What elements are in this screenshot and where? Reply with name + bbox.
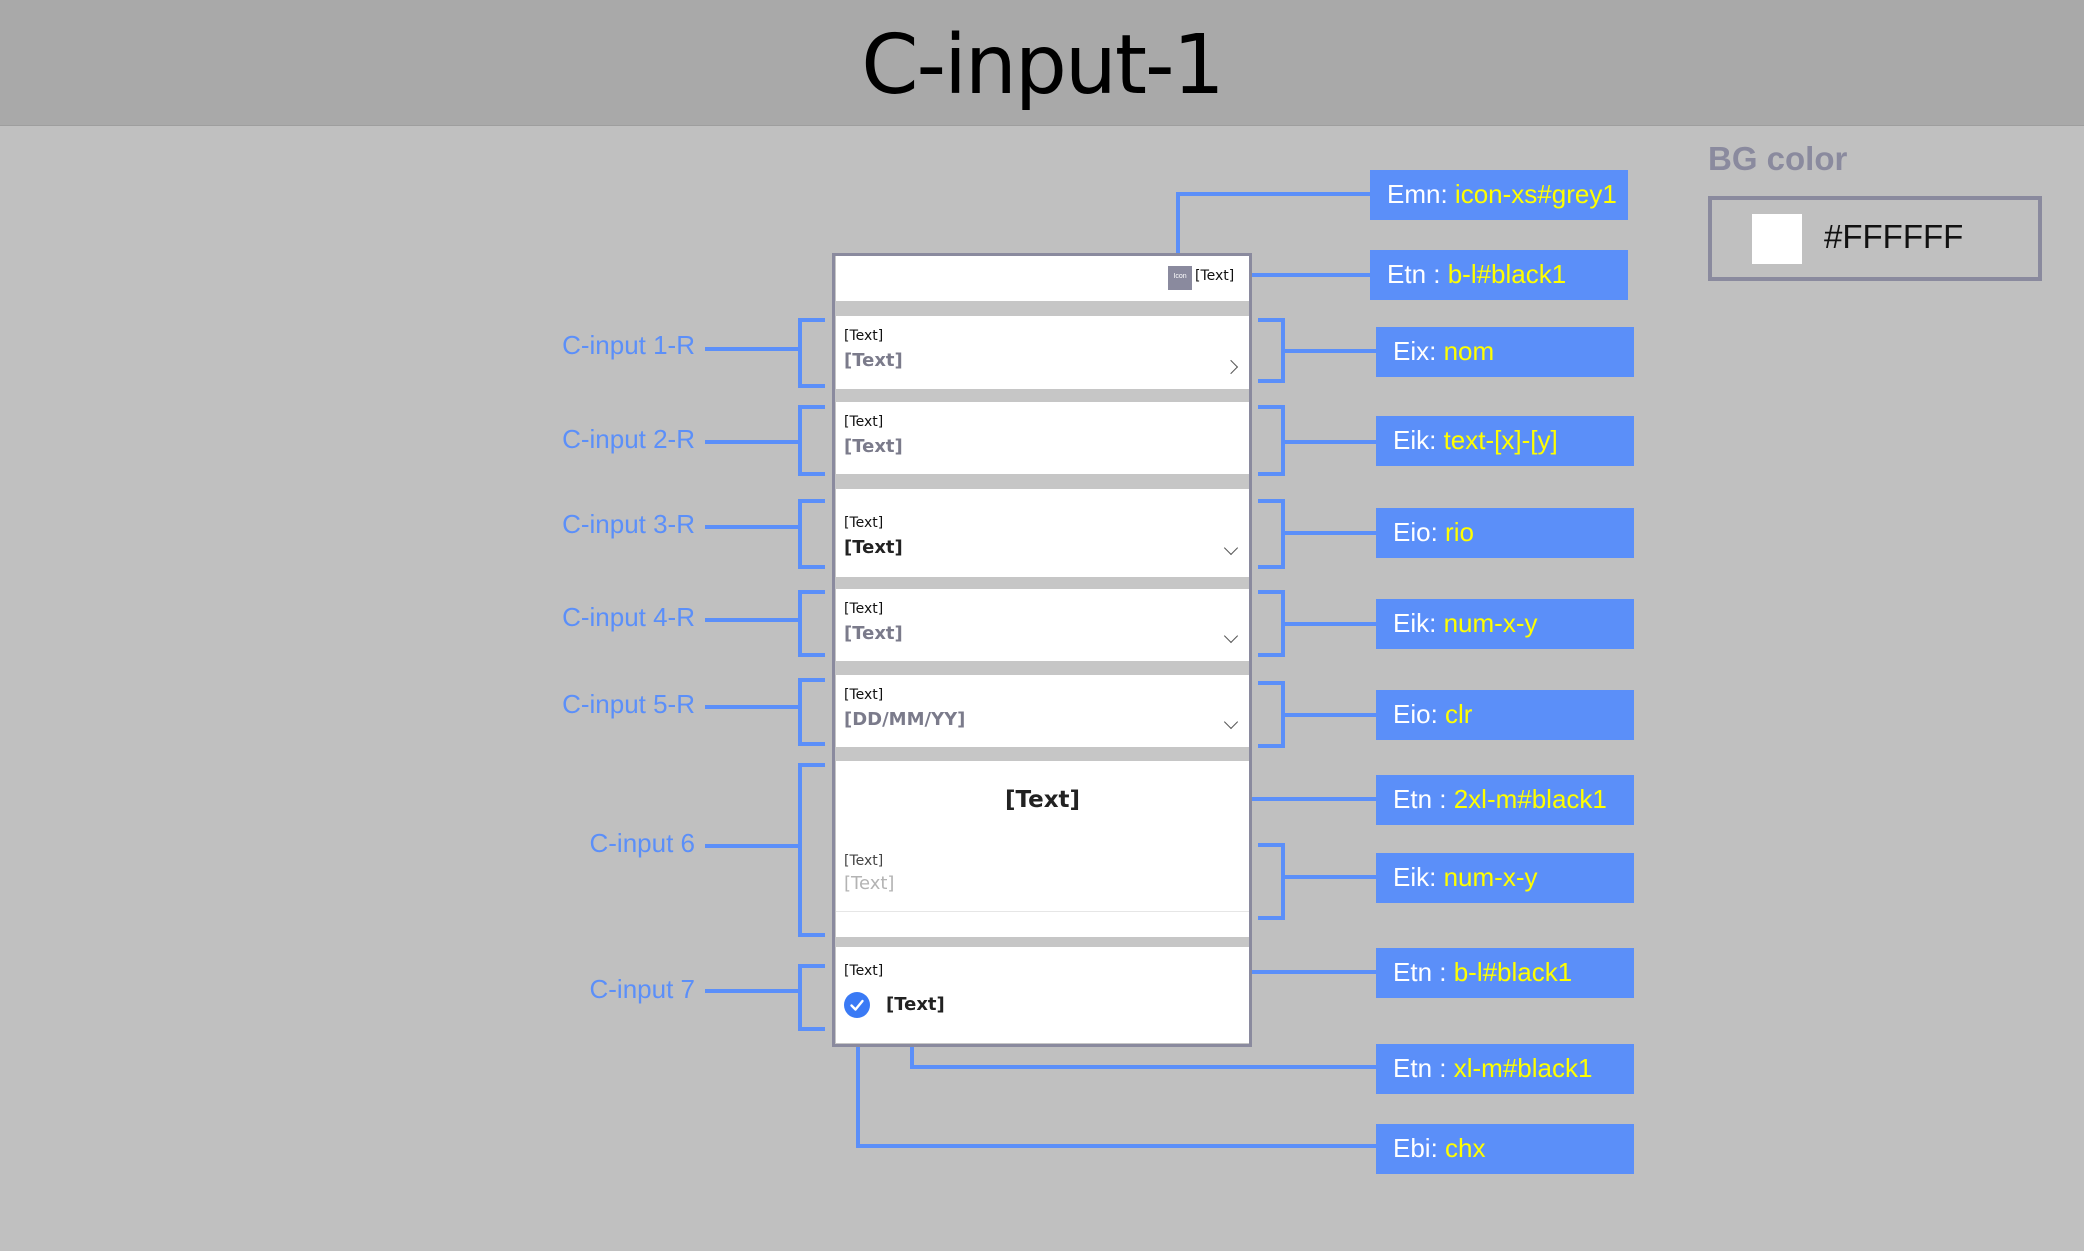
annotation-code: num-x-y <box>1443 608 1538 638</box>
input-field-6[interactable]: [Text] [Text] <box>836 841 1249 912</box>
field-label: [Text] <box>844 853 884 869</box>
annotation-box: Eik: num-x-y <box>1376 853 1634 903</box>
annotation-prefix: Eio: <box>1393 699 1446 729</box>
field-label: [Text] <box>844 601 884 617</box>
input-row-4[interactable]: [Text] [Text] <box>836 589 1249 661</box>
annotation-code: b-l#black1 <box>1453 957 1573 987</box>
annotation-code: num-x-y <box>1443 862 1538 892</box>
annotation-code: rio <box>1445 517 1474 547</box>
field-value: [Text] <box>844 623 903 644</box>
header-icon-text: Icon <box>1173 273 1187 280</box>
checkmark-glyph <box>850 999 864 1011</box>
annotation-box: Etn : 2xl-m#black1 <box>1376 775 1634 825</box>
row-label-c-input-6: C-input 6 <box>589 828 696 858</box>
checkbox-value: [Text] <box>886 994 945 1015</box>
annotation-prefix: Eik: <box>1393 608 1444 638</box>
input-row-1[interactable]: [Text] [Text] <box>836 316 1249 389</box>
annotation-box: Emn: icon-xs#grey1 <box>1370 170 1628 220</box>
annotation-box: Eio: rio <box>1376 508 1634 558</box>
form-header: Icon [Text] <box>836 256 1249 301</box>
annotation-code: chx <box>1445 1133 1486 1163</box>
chevron-right-icon <box>1223 359 1239 375</box>
field-label: [Text] <box>844 963 884 979</box>
row-label-c-input-2-r: C-input 2-R <box>562 424 695 454</box>
block-title: [Text] <box>1004 787 1081 813</box>
annotation-box: Etn : b-l#black1 <box>1370 250 1628 300</box>
input-row-5[interactable]: [Text] [DD/MM/YY] <box>836 675 1249 747</box>
annotation-prefix: Eio: <box>1393 517 1446 547</box>
annotation-box: Eio: clr <box>1376 690 1634 740</box>
row-label-c-input-7: C-input 7 <box>589 974 696 1004</box>
chevron-down-icon <box>1223 628 1239 644</box>
field-value: [Text] <box>844 873 895 894</box>
field-value: [DD/MM/YY] <box>844 709 966 730</box>
annotation-prefix: Eik: <box>1393 425 1444 455</box>
annotation-prefix: Etn : <box>1387 259 1448 289</box>
field-label: [Text] <box>844 414 884 430</box>
annotation-code: text-[x]-[y] <box>1443 425 1558 455</box>
chevron-down-icon <box>1223 540 1239 556</box>
annotation-prefix: Emn: <box>1387 179 1455 209</box>
bg-color-hex: #FFFFFF <box>1824 218 1964 255</box>
field-value: [Text] <box>844 436 903 457</box>
annotation-code: b-l#black1 <box>1447 259 1567 289</box>
annotation-box: Eix: nom <box>1376 327 1634 377</box>
annotation-box: Eik: num-x-y <box>1376 599 1634 649</box>
row-label-c-input-3-r: C-input 3-R <box>562 509 695 539</box>
annotation-box: Etn : xl-m#black1 <box>1376 1044 1634 1094</box>
input-row-2[interactable]: [Text] [Text] <box>836 402 1249 474</box>
input-block-6: [Text] [Text] [Text] <box>836 761 1249 937</box>
page-title: C-input-1 <box>861 18 1225 113</box>
annotation-prefix: Etn : <box>1393 1053 1454 1083</box>
annotation-box: Etn : b-l#black1 <box>1376 948 1634 998</box>
annotation-box: Ebi: chx <box>1376 1124 1634 1174</box>
annotation-code: xl-m#black1 <box>1453 1053 1593 1083</box>
field-label: [Text] <box>844 515 884 531</box>
annotation-code: nom <box>1443 336 1495 366</box>
field-label: [Text] <box>844 328 884 344</box>
row-label-c-input-1-r: C-input 1-R <box>562 330 695 360</box>
header-text: [Text] <box>1195 268 1235 284</box>
annotation-code: clr <box>1445 699 1473 729</box>
annotation-prefix: Etn : <box>1393 957 1454 987</box>
row-label-c-input-4-r: C-input 4-R <box>562 602 695 632</box>
input-row-7: [Text] [Text] <box>836 947 1249 1043</box>
bg-color-box: #FFFFFF <box>1708 196 2042 281</box>
header-bar <box>0 0 2084 126</box>
annotation-prefix: Etn : <box>1393 784 1454 814</box>
check-circle-icon[interactable] <box>844 992 870 1018</box>
bg-color-swatch <box>1752 214 1802 264</box>
field-value: [Text] <box>844 350 903 371</box>
input-row-3[interactable]: [Text] [Text] <box>836 489 1249 577</box>
header-icon: Icon <box>1168 266 1192 290</box>
annotation-box: Eik: text-[x]-[y] <box>1376 416 1634 466</box>
bg-color-title: BG color <box>1708 140 1848 177</box>
annotation-prefix: Eik: <box>1393 862 1444 892</box>
row-label-c-input-5-r: C-input 5-R <box>562 689 695 719</box>
field-label: [Text] <box>844 687 884 703</box>
chevron-down-icon <box>1223 714 1239 730</box>
annotation-prefix: Eix: <box>1393 336 1444 366</box>
field-value: [Text] <box>844 537 903 558</box>
annotation-prefix: Ebi: <box>1393 1133 1446 1163</box>
annotation-code: 2xl-m#black1 <box>1453 784 1607 814</box>
annotation-code: icon-xs#grey1 <box>1454 179 1617 209</box>
